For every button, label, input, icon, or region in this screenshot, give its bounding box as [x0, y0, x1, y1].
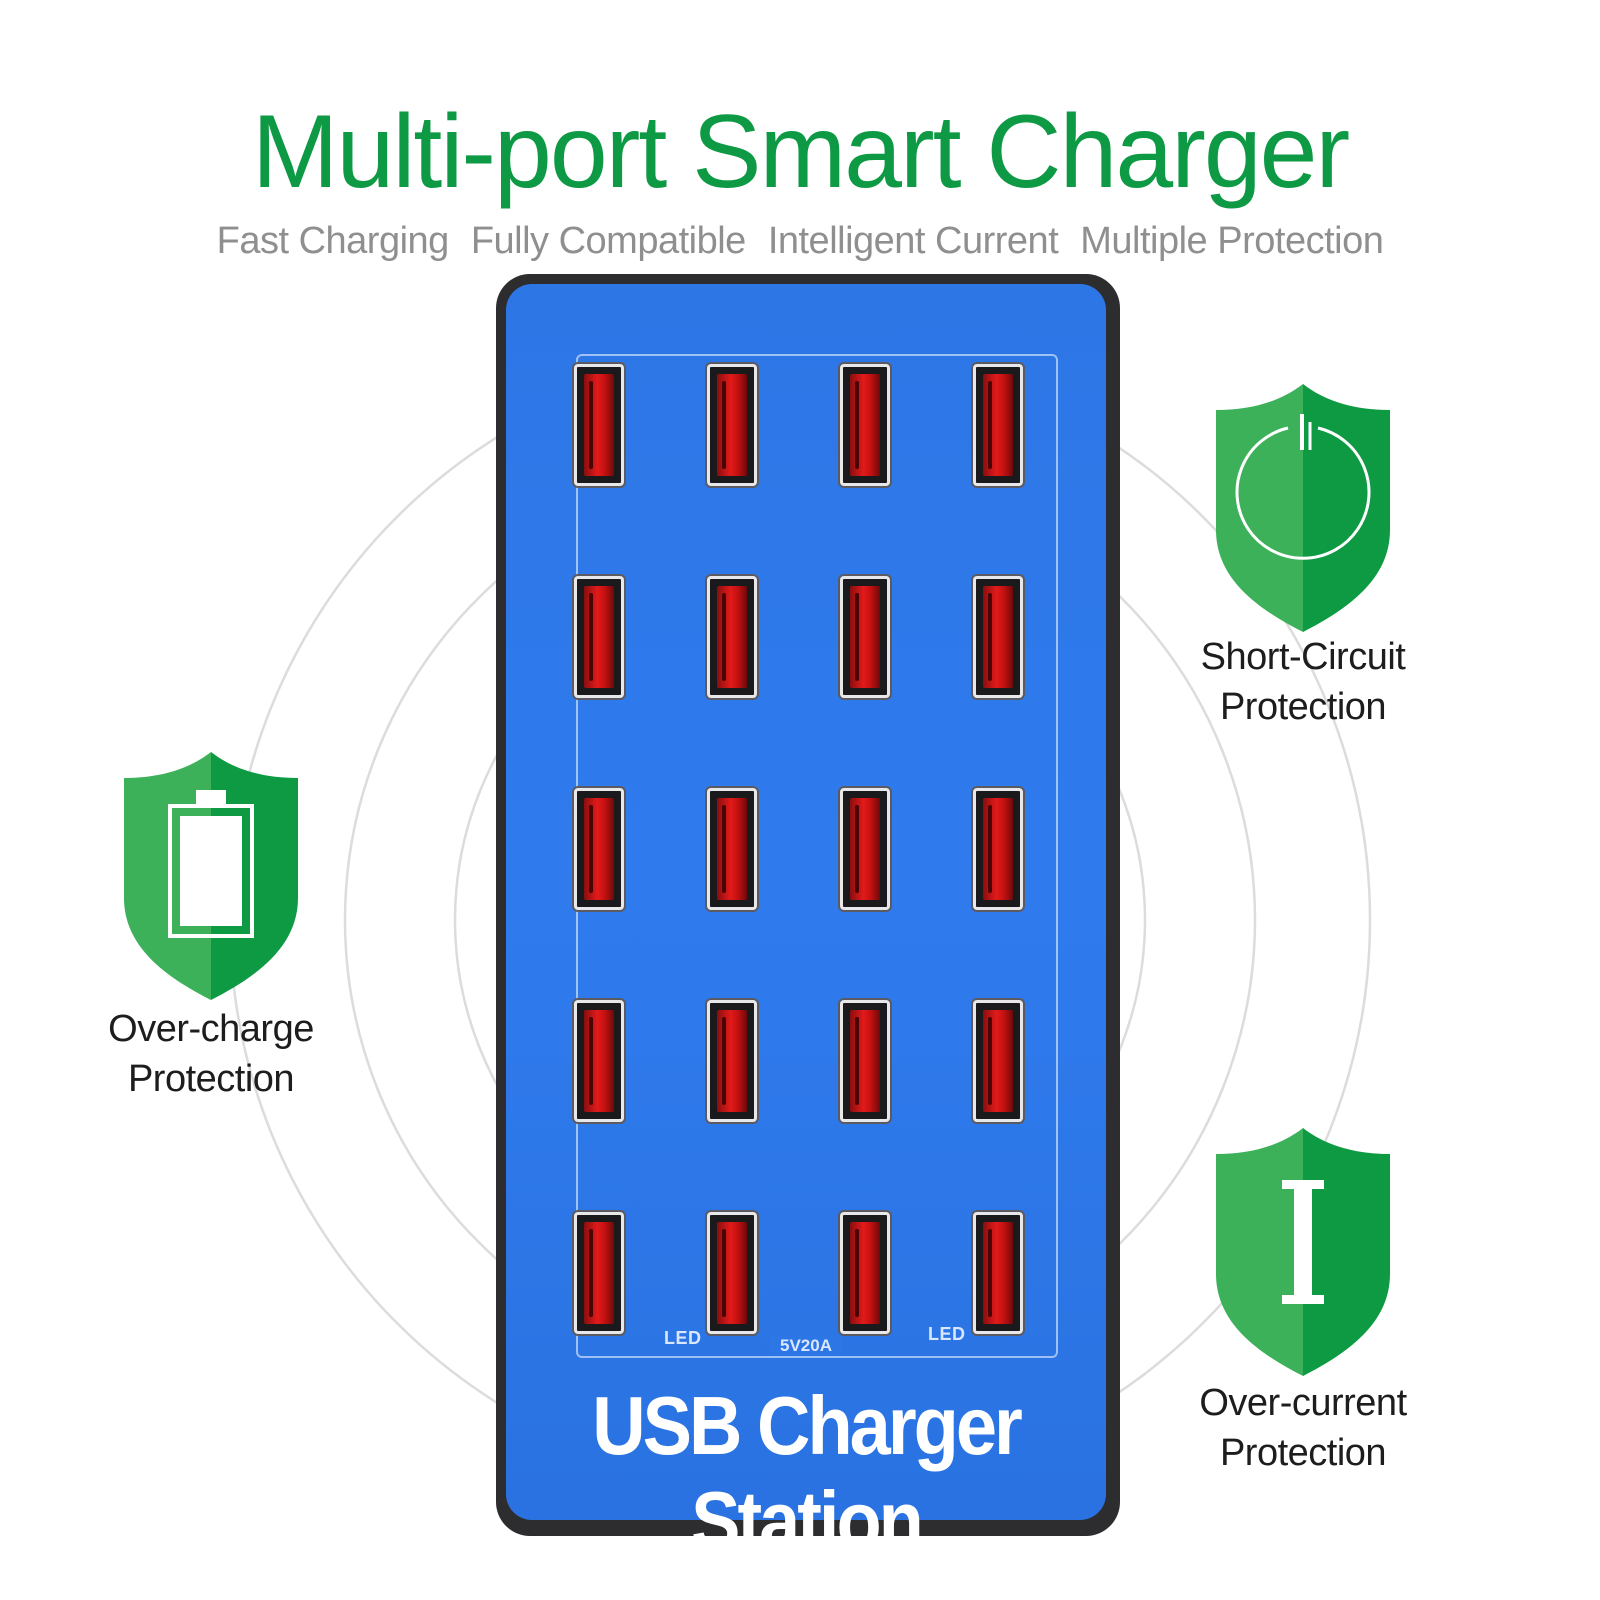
- feature-item: Fast Charging: [216, 220, 450, 262]
- usb-port[interactable]: [707, 364, 757, 486]
- usb-port[interactable]: [973, 576, 1023, 698]
- device-panel: LED LED 5V20A USB Charger Station: [506, 284, 1106, 1567]
- usb-port[interactable]: [707, 1000, 757, 1122]
- usb-port[interactable]: [574, 1212, 624, 1334]
- feature-item: Fully Compatible: [470, 220, 747, 262]
- short-circuit-label: Short-Circuit Protection: [1200, 636, 1406, 728]
- usb-port[interactable]: [973, 1000, 1023, 1122]
- usb-port[interactable]: [840, 364, 890, 486]
- usb-port[interactable]: [574, 364, 624, 486]
- usb-port[interactable]: [574, 788, 624, 910]
- usb-port[interactable]: [707, 1212, 757, 1334]
- usb-port[interactable]: [973, 1212, 1023, 1334]
- device-label: USB Charger Station: [592, 1378, 1023, 1568]
- usb-port[interactable]: [973, 364, 1023, 486]
- short-circuit-shield-icon: [1216, 384, 1390, 632]
- page-title: Multi-port Smart Charger: [251, 94, 1350, 210]
- power-rating: 5V20A: [506, 1336, 1106, 1356]
- usb-charger-device: LED LED 5V20A USB Charger Station: [496, 274, 1120, 1567]
- feature-item: Multiple Protection: [1080, 220, 1384, 262]
- over-charge-label: Over-charge Protection: [108, 1008, 314, 1100]
- feature-item: Intelligent Current: [767, 220, 1059, 262]
- usb-port[interactable]: [574, 1000, 624, 1122]
- usb-port[interactable]: [840, 1000, 890, 1122]
- current-icon: [1282, 1180, 1324, 1304]
- power-rating-text: 5V20A: [770, 1336, 842, 1355]
- usb-port[interactable]: [840, 1212, 890, 1334]
- over-current-label: Over-current Protection: [1199, 1382, 1407, 1474]
- usb-port[interactable]: [707, 788, 757, 910]
- over-charge-shield-icon: [124, 752, 298, 1000]
- over-current-shield-icon: [1216, 1128, 1390, 1376]
- led-label: LED: [928, 1324, 966, 1344]
- usb-port[interactable]: [840, 576, 890, 698]
- usb-port[interactable]: [840, 788, 890, 910]
- usb-port[interactable]: [973, 788, 1023, 910]
- usb-port[interactable]: [574, 576, 624, 698]
- feature-list: Fast Charging Fully Compatible Intellige…: [0, 220, 1600, 263]
- battery-icon: [168, 790, 254, 938]
- usb-port[interactable]: [707, 576, 757, 698]
- power-icon: [1235, 414, 1371, 560]
- led-label: LED: [664, 1328, 702, 1348]
